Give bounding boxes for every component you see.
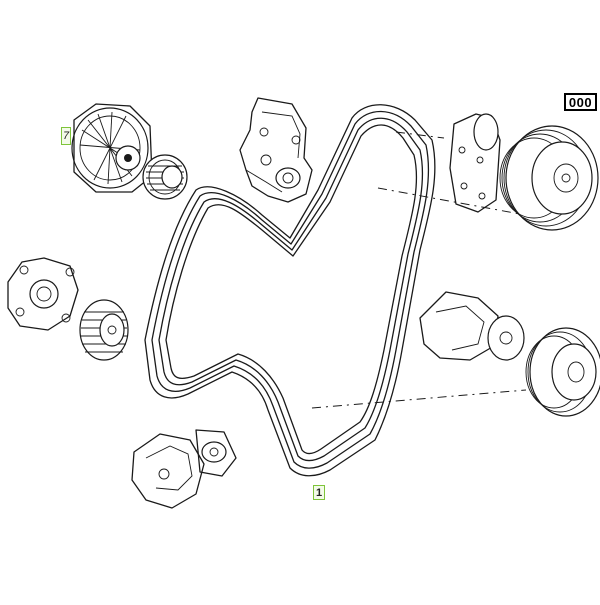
- belt-tensioner: [131, 429, 237, 509]
- callout-alternator[interactable]: 7: [61, 127, 71, 145]
- alternator: [71, 103, 153, 193]
- callout-belt[interactable]: 1: [313, 485, 325, 500]
- diagram-code-label: 000: [564, 93, 597, 111]
- crankshaft-assembly: [419, 291, 600, 417]
- water-pump-pulley: [79, 299, 129, 361]
- alternator-pulley: [142, 154, 188, 200]
- water-pump: [7, 257, 79, 331]
- poly-v-belt: [144, 104, 436, 477]
- leader-lines: [311, 131, 527, 409]
- upper-bracket-assembly: [239, 97, 313, 203]
- upper-pulley-assembly: [449, 113, 599, 231]
